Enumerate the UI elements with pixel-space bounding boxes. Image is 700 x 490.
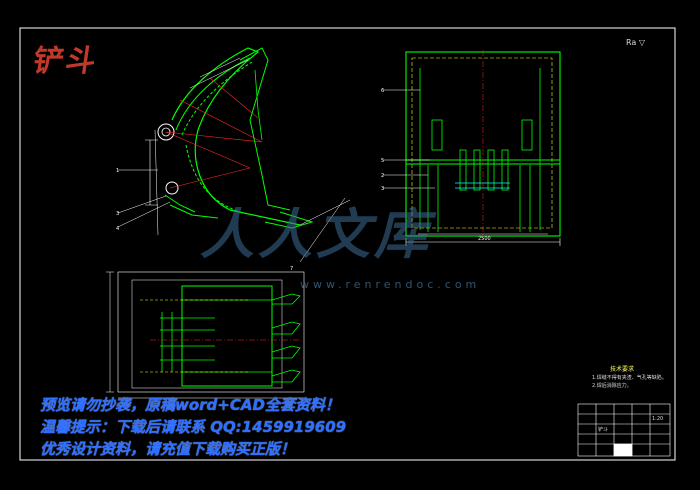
note-line-2: 2.焊后消除应力。 <box>592 383 632 389</box>
drawing-title: 铲斗 <box>31 44 100 79</box>
side-view: 1 3 4 <box>116 47 351 236</box>
plan-view: 7 <box>106 197 346 399</box>
sheet-border <box>19 27 676 461</box>
roughness-mark: Ra ▽ <box>626 38 645 47</box>
svg-text:5: 5 <box>381 158 384 164</box>
svg-text:6: 6 <box>381 88 384 94</box>
notes-title: 技术要求 <box>610 366 635 373</box>
title-block-scale: 1:20 <box>652 416 664 422</box>
svg-text:1: 1 <box>116 168 119 174</box>
overlay-line-2: 温馨提示：下载后请联系 QQ:1459919609 <box>40 418 347 436</box>
watermark-url: www.renrendoc.com <box>300 278 481 291</box>
svg-text:3: 3 <box>116 211 119 217</box>
watermark-brand: 人人文库 <box>200 202 432 266</box>
front-view: 2500 6 5 2 3 <box>381 50 561 246</box>
svg-text:2: 2 <box>381 173 384 179</box>
note-line-1: 1.焊缝不得有夹渣、气孔等缺陷。 <box>592 375 667 381</box>
title-block-part-name: 铲斗 <box>598 427 609 433</box>
svg-text:7: 7 <box>290 266 293 272</box>
title-block <box>577 403 671 457</box>
overlay-line-3: 优秀设计资料，请充值下载购买正版！ <box>40 440 296 458</box>
svg-text:2500: 2500 <box>478 236 491 242</box>
overlay-line-1: 预览请勿抄袭，原稿word+CAD全套资料！ <box>40 396 340 414</box>
svg-text:3: 3 <box>381 186 384 192</box>
svg-text:4: 4 <box>116 226 119 232</box>
